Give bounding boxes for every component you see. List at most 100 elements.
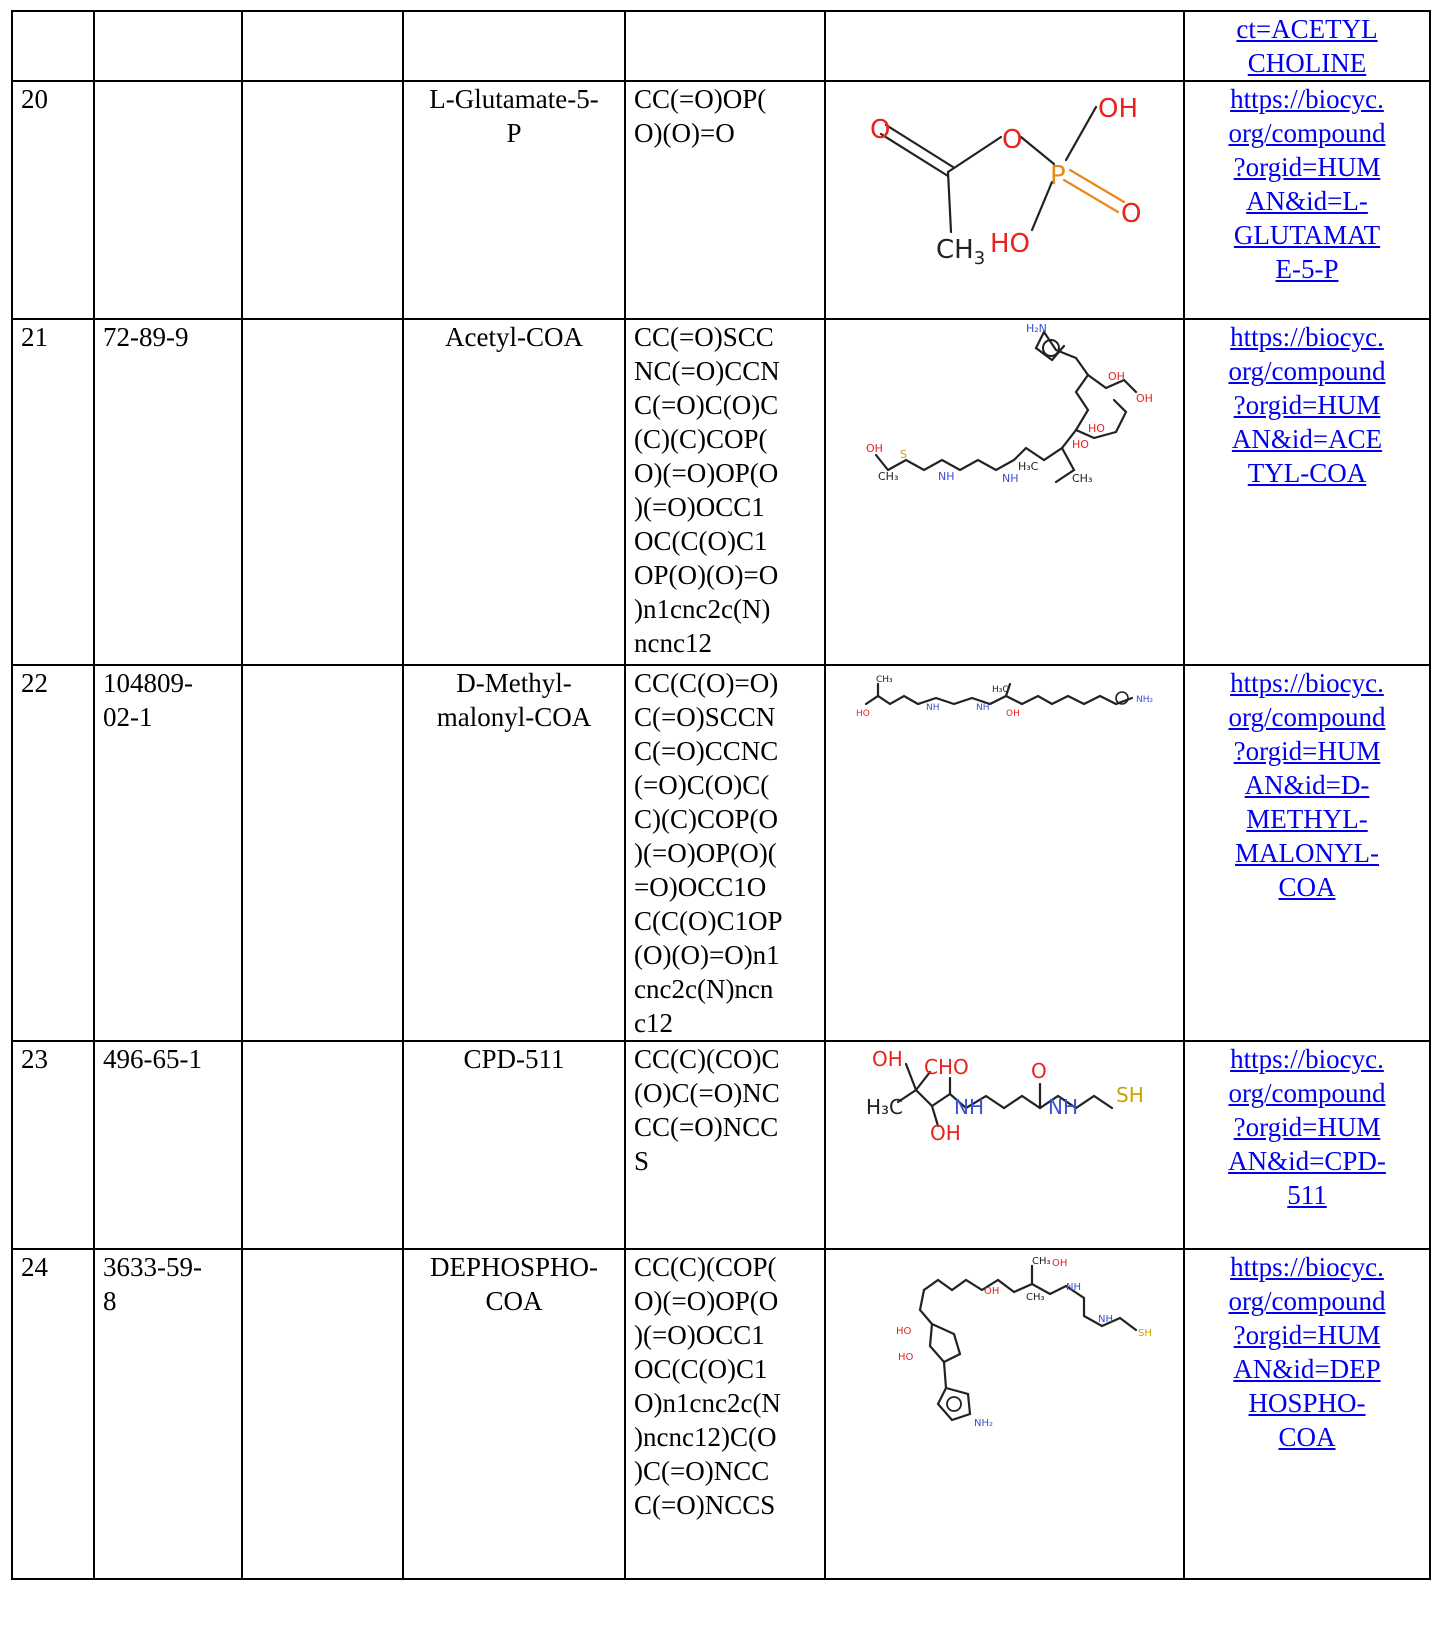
atom-label: NH	[1066, 1282, 1081, 1293]
cas-cell: 496-65-1	[93, 1040, 243, 1250]
cas-cell: 72-89-9	[93, 318, 243, 666]
atom-label: H₃C	[866, 1095, 903, 1119]
structure-image-cpd-511: OH CHO O H₃C NH NH SH OH	[866, 1047, 1144, 1145]
atom-label: O	[1031, 1059, 1047, 1083]
row-number-cell: 20	[11, 80, 95, 320]
atom-label: HO	[896, 1326, 912, 1337]
atom-label: NH₂	[974, 1418, 993, 1429]
blank-cell	[241, 318, 404, 666]
atom-label: NH	[1048, 1095, 1078, 1119]
blank-cell	[241, 664, 404, 1042]
atom-label: OH	[930, 1121, 961, 1145]
atom-label: NH₂	[1136, 695, 1154, 705]
structure-image-methylmalonyl-coa: CH₃ HO NH NH H₃C OH NH₂	[856, 675, 1154, 719]
blank-cell	[241, 80, 404, 320]
atom-label: O	[1002, 125, 1022, 155]
atom-label: SH	[1116, 1083, 1144, 1107]
atom-label: H₃C	[1018, 460, 1039, 473]
cas-cell: 104809- 02-1	[93, 664, 243, 1042]
cas-cell	[93, 10, 243, 82]
atom-label: CH₃	[1072, 472, 1092, 485]
smiles-cell: CC(=O)OP(O)(O)=O	[624, 80, 826, 320]
atom-label: NH	[976, 703, 990, 713]
row-number-cell	[11, 10, 95, 82]
structure-cell: H₂N OH OH HO HO OH S CH₃ NH NH H₃C CH₃	[824, 318, 1185, 666]
atom-label: OH	[872, 1047, 903, 1071]
compound-name-cell	[402, 10, 626, 82]
atom-label: HO	[898, 1352, 914, 1363]
cas-cell: 3633-59- 8	[93, 1248, 243, 1580]
atom-label: HO	[856, 709, 870, 719]
atom-label: OH	[1098, 94, 1138, 124]
atom-label: OH	[1108, 370, 1125, 383]
atom-label: H₂N	[1026, 322, 1047, 335]
compound-name-cell: Acetyl-COA	[402, 318, 626, 666]
atom-label: H₃C	[992, 685, 1009, 695]
structure-image-glutamate: O O OH P O CH3 HO	[870, 94, 1141, 269]
atom-label: NH	[926, 703, 940, 713]
atom-label: P	[1050, 161, 1066, 191]
compound-name-cell: L-Glutamate-5-P	[402, 80, 626, 320]
atom-label: NH	[938, 470, 955, 483]
atom-label: NH	[1098, 1314, 1113, 1325]
atom-label: NH	[954, 1095, 984, 1119]
structure-cell: CH₃ OH CH₃ NH NH SH HO HO NH₂ OH	[824, 1248, 1185, 1580]
atom-label: OH	[1052, 1258, 1067, 1269]
atom-label: CH₃	[1032, 1256, 1051, 1267]
atom-label: CH₃	[1026, 1292, 1045, 1303]
compound-name-cell: CPD-511	[402, 1040, 626, 1250]
cas-cell	[93, 80, 243, 320]
structure-cell: CH₃ HO NH NH H₃C OH NH₂	[824, 664, 1185, 1042]
structure-image-dephospho-coa: CH₃ OH CH₃ NH NH SH HO HO NH₂ OH	[896, 1256, 1152, 1429]
row-number-cell: 21	[11, 318, 95, 666]
row-number-cell: 22	[11, 664, 95, 1042]
compound-name-cell: D-Methyl-malonyl-COA	[402, 664, 626, 1042]
compound-name-cell: DEPHOSPHO-COA	[402, 1248, 626, 1580]
atom-label: OH	[984, 1286, 999, 1297]
atom-label: SH	[1138, 1328, 1152, 1339]
structure-cell: O O OH P O CH3 HO	[824, 80, 1185, 320]
atom-label: HO	[1088, 422, 1105, 435]
atom-label: S	[900, 448, 907, 461]
table-row: 24 3633-59- 8 DEPHOSPHO-COA CC(C)(COP(O)…	[11, 1248, 1431, 1580]
atom-label: CH₃	[876, 675, 893, 685]
blank-cell	[241, 10, 404, 82]
atom-label: CHO	[924, 1055, 969, 1079]
atom-label: O	[1121, 199, 1141, 229]
smiles-cell	[624, 10, 826, 82]
table-row: 22 104809- 02-1 D-Methyl-malonyl-COA CC(…	[11, 664, 1431, 1042]
blank-cell	[241, 1248, 404, 1580]
atom-label: OH	[866, 442, 883, 455]
structure-image-acetyl-coa: H₂N OH OH HO HO OH S CH₃ NH NH H₃C CH₃	[866, 322, 1153, 485]
atom-label: NH	[1002, 472, 1019, 485]
table-row: 23 496-65-1 CPD-511 CC(C)(CO)C(O)C(=O)NC…	[11, 1040, 1431, 1250]
atom-label: OH	[1006, 709, 1020, 719]
atom-label: OH	[1136, 392, 1153, 405]
structure-cell	[824, 10, 1185, 82]
atom-label: CH₃	[878, 470, 898, 483]
table-row: 20 L-Glutamate-5-P CC(=O)OP(O)(O)=O	[11, 80, 1431, 320]
row-number-cell: 23	[11, 1040, 95, 1250]
atom-label: CH3	[936, 235, 985, 269]
row-number-cell: 24	[11, 1248, 95, 1580]
atom-label: O	[870, 115, 890, 145]
